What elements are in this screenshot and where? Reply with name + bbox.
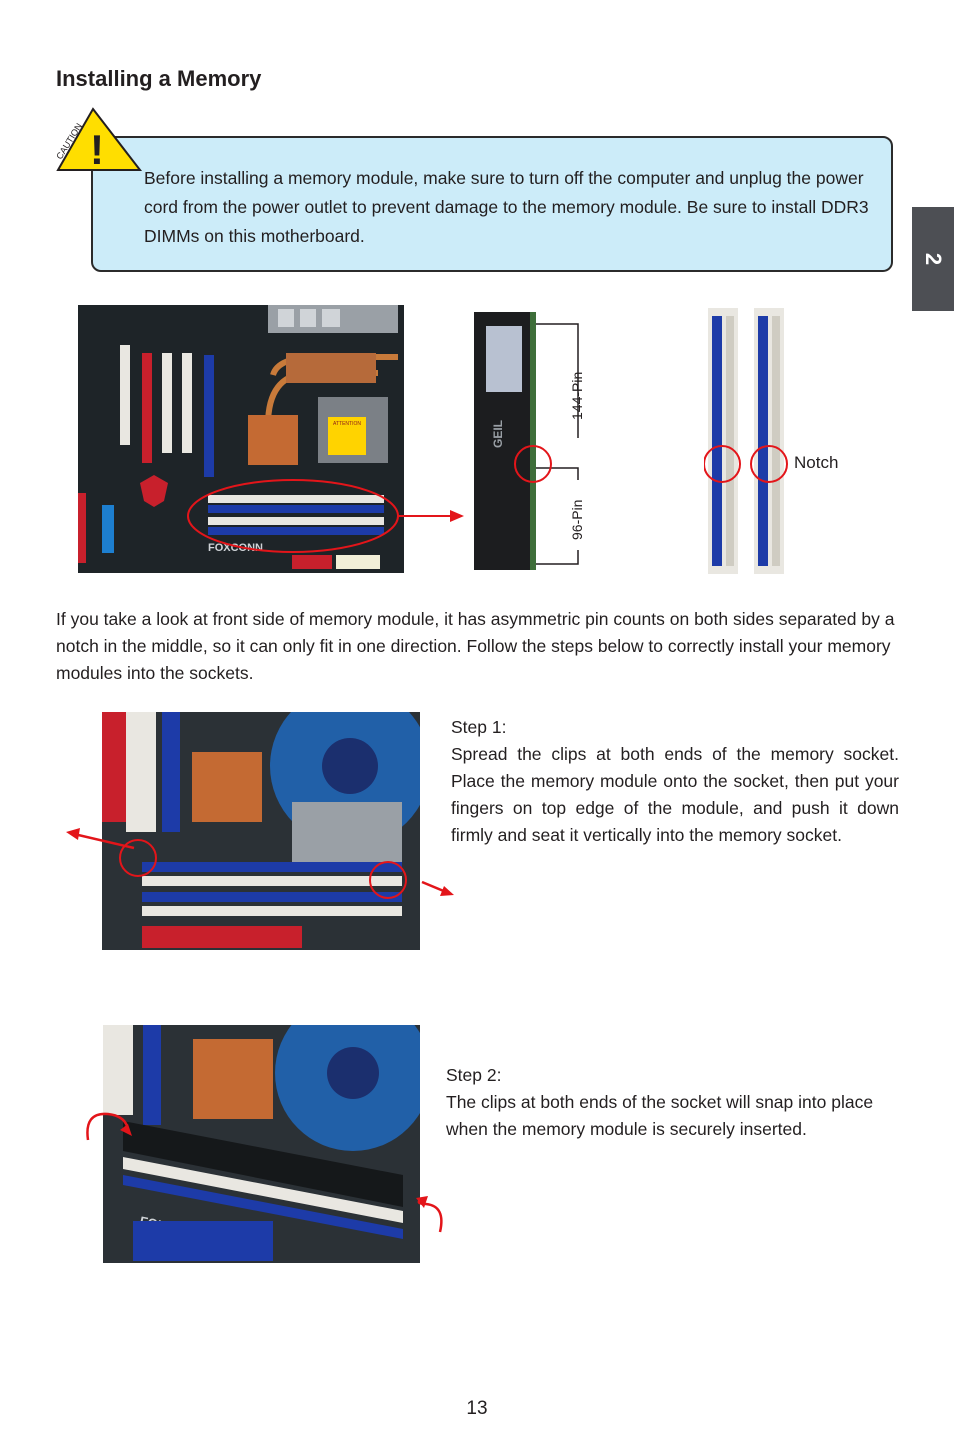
step1-text: Step 1: Spread the clips at both ends of…	[451, 714, 899, 849]
caution-mark: !	[90, 126, 104, 173]
step2-body: The clips at both ends of the socket wil…	[446, 1092, 874, 1139]
caution-box	[91, 136, 893, 272]
notch-label: Notch	[794, 453, 838, 472]
pin-count-top: 144-Pin	[569, 372, 585, 420]
step1-body: Spread the clips at both ends of the mem…	[451, 744, 899, 845]
motherboard-image: ATTENTION FOXCONN	[78, 305, 464, 573]
pin-count-bottom: 96-Pin	[569, 500, 585, 540]
intro-paragraph: If you take a look at front side of memo…	[56, 609, 895, 683]
dimm-slots-image: Notch	[704, 308, 838, 574]
memory-module-image: GEIL 144-Pin 96-Pin	[474, 312, 585, 570]
chapter-tab: 2	[912, 207, 954, 311]
chapter-number: 2	[921, 252, 946, 266]
caution-text: Before installing a memory module, make …	[144, 168, 869, 246]
caution-warning-icon: ! CAUTION	[55, 107, 143, 173]
page-title: Installing a Memory	[56, 66, 262, 91]
step1-clip-arrows	[66, 828, 454, 896]
board-brand: FOXCONN	[208, 542, 263, 554]
module-brand: GEIL	[491, 420, 505, 448]
page-number: 13	[466, 1398, 488, 1419]
step2-clip-arrows	[86, 1112, 443, 1233]
step2-title: Step 2:	[446, 1065, 502, 1085]
step1-title: Step 1:	[451, 717, 507, 737]
step2-text: Step 2: The clips at both ends of the so…	[446, 1062, 902, 1143]
step1-photo	[102, 712, 420, 950]
step2-photo: FOXCONN	[103, 1025, 420, 1263]
cpu-socket-label: ATTENTION	[333, 421, 361, 427]
